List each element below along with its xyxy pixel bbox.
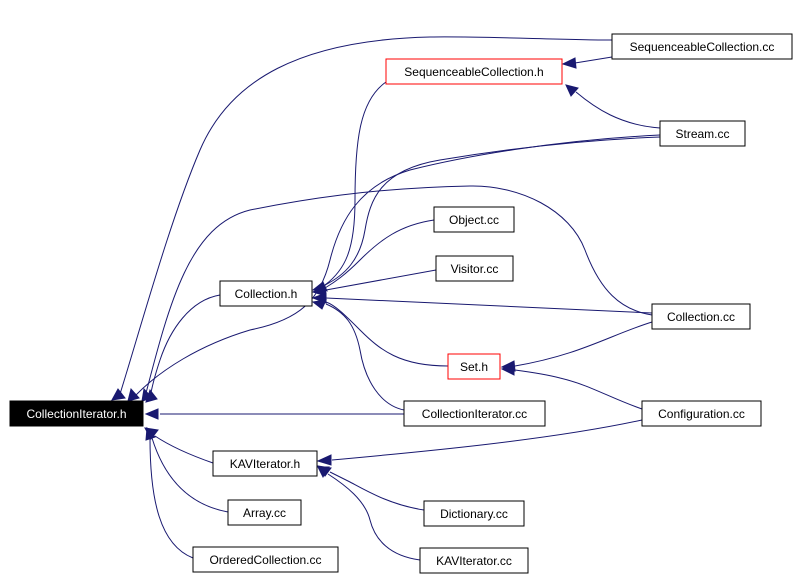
edge-collection-cc-to-collectioniterator-h	[144, 185, 653, 398]
node-set-h[interactable]: Set.h	[447, 353, 501, 380]
edge-sequenceablecollection-cc-to-sequenceablecollection-h	[574, 56, 613, 64]
arrowhead-set-h-2	[500, 364, 515, 376]
node-label: SequenceableCollection.h	[404, 65, 543, 79]
arrowhead-collectioniterator-h-5	[144, 408, 159, 420]
edge-orderedcollection-cc-to-collectioniterator-h	[149, 437, 194, 559]
edge-object-cc-to-collection-h	[324, 219, 435, 289]
node-label: Visitor.cc	[451, 262, 499, 276]
node-sequenceablecollection-h[interactable]: SequenceableCollection.h	[385, 58, 563, 85]
node-label: Array.cc	[243, 506, 286, 520]
node-stream-cc[interactable]: Stream.cc	[659, 120, 746, 147]
edge-configuration-cc-to-set-h	[514, 369, 643, 410]
node-label: KAVIterator.cc	[436, 554, 512, 568]
node-kaviterator-h[interactable]: KAVIterator.h	[212, 450, 318, 477]
edge-kaviterator-cc-to-kaviterator-h	[327, 473, 421, 561]
edge-collection-h-to-collectioniterator-h	[149, 294, 221, 399]
node-orderedcollection-cc[interactable]: OrderedCollection.cc	[192, 546, 339, 573]
node-label: KAVIterator.h	[230, 457, 300, 471]
arrowhead-kaviterator-h-3	[317, 466, 330, 479]
arrowhead-collectioniterator-h-1	[111, 388, 126, 401]
node-label: Configuration.cc	[658, 407, 745, 421]
arrowheads	[111, 57, 579, 479]
node-object-cc[interactable]: Object.cc	[433, 206, 515, 233]
arrowhead-kaviterator-h-1	[316, 454, 332, 466]
edge-sequenceablecollection-cc-to-collectioniterator-h	[119, 36, 613, 395]
arrowhead-collection-h-2	[311, 285, 327, 297]
edge-set-h-to-collection-h	[325, 301, 449, 367]
node-visitor-cc[interactable]: Visitor.cc	[435, 255, 514, 282]
edge-stream-cc-to-collection-h	[324, 136, 661, 286]
node-kaviterator-cc[interactable]: KAVIterator.cc	[419, 547, 529, 574]
edge-stream-cc-to-collectioniterator-h	[134, 134, 661, 397]
node-label: OrderedCollection.cc	[209, 553, 321, 567]
edge-collection-cc-to-set-h	[514, 321, 653, 367]
edges	[119, 36, 661, 561]
arrowhead-collectioniterator-h-7	[145, 426, 156, 441]
node-collection-h[interactable]: Collection.h	[219, 280, 313, 307]
edge-collectioniterator-cc-to-collection-h	[325, 303, 405, 411]
node-dictionary-cc[interactable]: Dictionary.cc	[423, 500, 525, 527]
node-label: Collection.h	[235, 287, 298, 301]
node-collection-cc[interactable]: Collection.cc	[651, 303, 751, 330]
arrowhead-sequenceablecollection-h-2	[565, 84, 579, 97]
node-label: SequenceableCollection.cc	[630, 40, 775, 54]
node-label: Dictionary.cc	[440, 507, 508, 521]
node-label: Collection.cc	[667, 310, 735, 324]
edge-dictionary-cc-to-kaviterator-h	[329, 471, 425, 511]
edge-array-cc-to-collectioniterator-h	[151, 437, 229, 513]
edge-configuration-cc-to-kaviterator-h	[331, 419, 643, 461]
node-configuration-cc[interactable]: Configuration.cc	[641, 400, 762, 427]
edge-stream-cc-to-sequenceablecollection-h	[575, 91, 661, 129]
nodes: CollectionIterator.h SequenceableCollect…	[9, 33, 793, 574]
node-label: Set.h	[460, 360, 488, 374]
node-label: CollectionIterator.cc	[422, 407, 527, 421]
node-collectioniterator-cc[interactable]: CollectionIterator.cc	[403, 400, 546, 427]
node-array-cc[interactable]: Array.cc	[227, 499, 302, 526]
arrowhead-collection-h-4	[311, 299, 327, 310]
edge-sequenceablecollection-h-to-collection-h	[324, 81, 387, 286]
edge-visitor-cc-to-collection-h	[325, 269, 437, 291]
node-collectioniterator-h[interactable]: CollectionIterator.h	[9, 400, 144, 427]
arrowhead-collectioniterator-h-2	[127, 387, 140, 402]
node-label: CollectionIterator.h	[26, 407, 126, 421]
node-label: Object.cc	[449, 213, 499, 227]
node-sequenceablecollection-cc[interactable]: SequenceableCollection.cc	[611, 33, 793, 60]
edge-kaviterator-h-to-collectioniterator-h	[154, 435, 214, 464]
edge-collection-cc-to-collection-h	[325, 297, 653, 314]
arrowhead-collectioniterator-h-4	[145, 388, 158, 403]
arrowhead-sequenceablecollection-h-1	[561, 57, 577, 69]
node-label: Stream.cc	[675, 127, 729, 141]
